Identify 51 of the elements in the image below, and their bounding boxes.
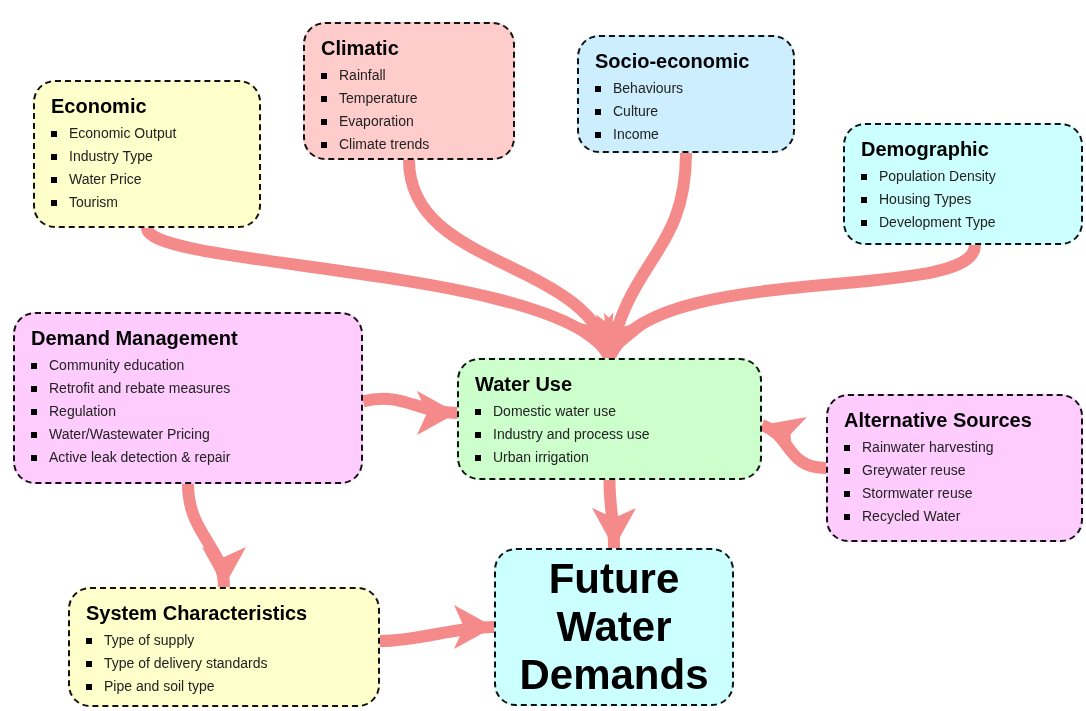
box-heading: Water Use: [475, 372, 574, 396]
list-item: Temperature: [339, 89, 418, 108]
list-item: Type of delivery standards: [104, 654, 268, 673]
factor-box: [33, 80, 261, 228]
curved-arrow: [591, 479, 636, 549]
box-heading: Alternative Sources: [844, 408, 1033, 432]
list-item: Climate trends: [339, 135, 430, 154]
box-heading: System Characteristics: [86, 601, 309, 625]
list-item: Water/Wastewater Pricing: [49, 425, 210, 444]
list-item: Rainfall: [339, 66, 386, 85]
list-item: Behaviours: [613, 79, 684, 98]
list-item: Community education: [49, 356, 185, 375]
factor-box: [13, 312, 363, 484]
factor-box: [843, 123, 1083, 245]
list-item: Pipe and soil type: [104, 677, 215, 696]
list-item: Housing Types: [879, 190, 972, 209]
list-item: Rainwater harvesting: [862, 438, 994, 457]
box-heading: Demographic: [861, 137, 990, 161]
list-item: Industry Type: [69, 147, 153, 166]
list-item: Stormwater reuse: [862, 484, 973, 503]
curved-arrow: [379, 606, 495, 651]
list-item: Active leak detection & repair: [49, 448, 231, 467]
factor-box: [577, 35, 795, 153]
list-item: Retrofit and rebate measures: [49, 379, 231, 398]
list-item: Tourism: [69, 193, 118, 212]
curved-arrow: [361, 389, 458, 434]
list-item: Income: [613, 125, 659, 144]
result-box: [494, 548, 734, 706]
list-item: Greywater reuse: [862, 461, 966, 480]
result-title: Future Water Demands: [518, 555, 710, 699]
curved-arrow: [182, 483, 243, 588]
list-item: Population Density: [879, 167, 996, 186]
list-item: Urban irrigation: [493, 448, 589, 467]
box-heading: Socio-economic: [595, 49, 751, 73]
list-item: Culture: [613, 102, 659, 121]
list-item: Domestic water use: [493, 402, 616, 421]
list-item: Recycled Water: [862, 507, 961, 526]
list-item: Industry and process use: [493, 425, 650, 444]
list-item: Type of supply: [104, 631, 195, 650]
list-item: Water Price: [69, 170, 142, 189]
factor-box: [457, 358, 762, 480]
box-heading: Climatic: [321, 36, 400, 60]
factor-box: [68, 587, 380, 707]
factor-box: [826, 394, 1083, 542]
list-item: Economic Output: [69, 124, 177, 143]
list-item: Regulation: [49, 402, 116, 421]
list-item: Development Type: [879, 213, 996, 232]
box-heading: Economic: [51, 94, 148, 118]
factor-box: [303, 22, 515, 160]
box-heading: Demand Management: [31, 326, 239, 350]
list-item: Evaporation: [339, 112, 414, 131]
